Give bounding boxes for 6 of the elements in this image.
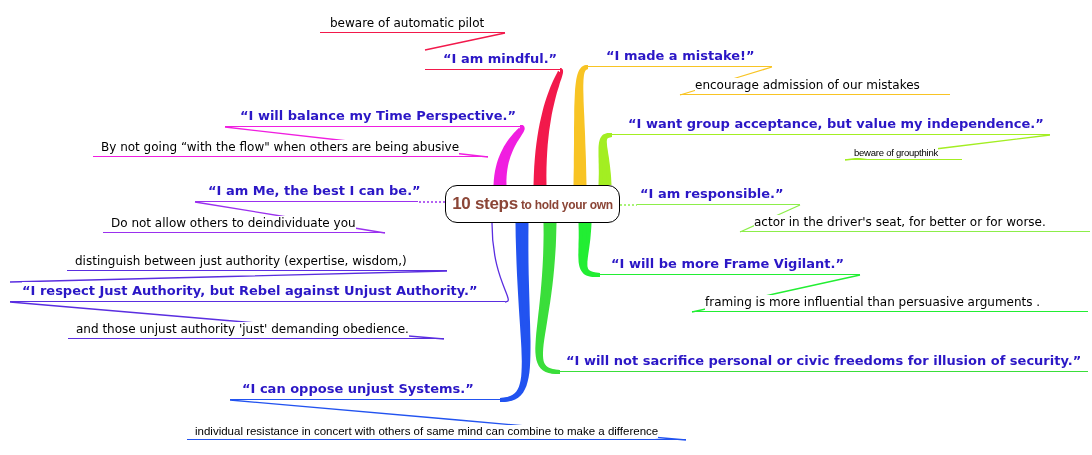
connector-line [491,222,509,303]
dotted-connector [417,201,446,203]
central-topic-box: 10 steps to hold your own [445,185,620,223]
connector-line [9,270,448,283]
connector-line [424,32,506,51]
dotted-connector [619,204,638,206]
